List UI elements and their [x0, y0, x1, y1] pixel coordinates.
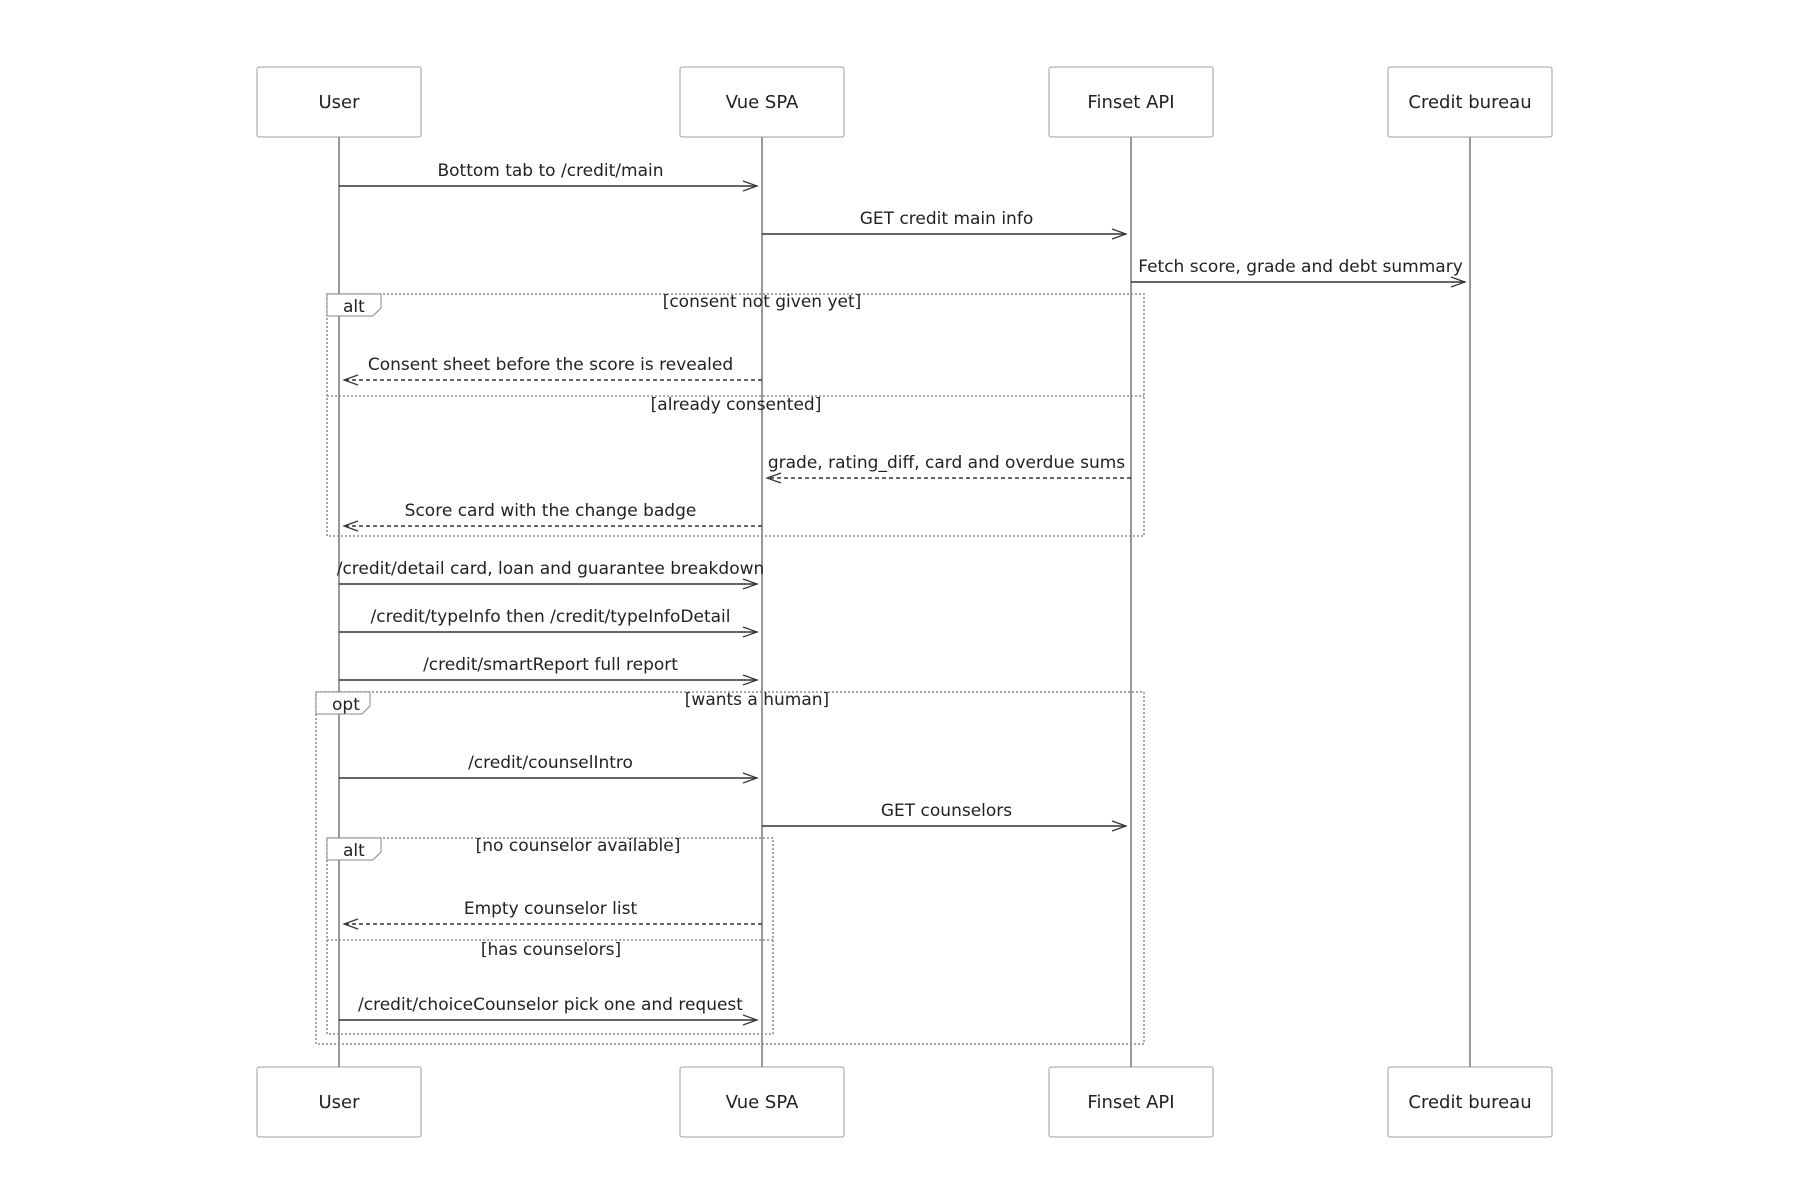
actor-box [256, 66, 422, 138]
actor-api-top: Finset API [1048, 66, 1214, 138]
arrow-head-icon [742, 626, 759, 638]
message-4: Consent sheet before the score is reveal… [342, 355, 762, 386]
actor-spa-top: Vue SPA [679, 66, 845, 138]
message-3: Fetch score, grade and debt summary [1131, 257, 1467, 288]
frame-tab [326, 837, 382, 861]
arrow-head-icon [742, 674, 759, 686]
frame-alt-2: alt [no counselor available] [has counselo… [326, 836, 774, 1035]
message-label: Consent sheet before the score is reveal… [368, 355, 733, 375]
actor-user-top: User [256, 66, 422, 138]
message-11: GET counselors [762, 801, 1128, 832]
frame-border [315, 691, 1145, 1045]
actor-box [256, 1066, 422, 1138]
message-label: /credit/choiceCounselor pick one and req… [358, 995, 743, 1015]
arrow-head-icon [342, 520, 359, 532]
message-label: /credit/counselIntro [468, 753, 633, 773]
message-label: /credit/detail card, loan and guarantee … [337, 559, 765, 579]
message-5: grade, rating_diff, card and overdue sum… [765, 453, 1131, 484]
message-10: /credit/counselIntro [339, 753, 759, 784]
arrow-head-icon [765, 472, 782, 484]
actor-label: Vue SPA [726, 92, 799, 113]
actor-label: User [318, 92, 360, 113]
frame-condition: [no counselor available] [476, 836, 681, 856]
arrow-head-icon [342, 918, 359, 930]
message-label: grade, rating_diff, card and overdue sum… [768, 453, 1125, 473]
actor-label: User [318, 1092, 360, 1113]
message-label: /credit/typeInfo then /credit/typeInfoDe… [371, 607, 731, 627]
actor-label: Vue SPA [726, 1092, 799, 1113]
frame-alt-0: alt [consent not given yet] [already conse… [326, 292, 1145, 537]
frame-keyword: alt [343, 297, 365, 317]
frame-condition: [already consented] [651, 395, 822, 415]
actor-api-bottom: Finset API [1048, 1066, 1214, 1138]
message-label: GET credit main info [860, 209, 1033, 229]
frame-tab [326, 293, 382, 317]
actor-bureau-top: Credit bureau [1387, 66, 1553, 138]
message-2: GET credit main info [762, 209, 1128, 240]
message-1: Bottom tab to /credit/main [339, 161, 759, 192]
actor-box [1387, 66, 1553, 138]
message-12: Empty counselor list [342, 899, 762, 930]
actor-box [1048, 66, 1214, 138]
actor-box [1387, 1066, 1553, 1138]
arrow-head-icon [1111, 228, 1128, 240]
message-7: /credit/detail card, loan and guarantee … [337, 559, 765, 590]
message-label: Score card with the change badge [405, 501, 697, 521]
actor-spa-bottom: Vue SPA [679, 1066, 845, 1138]
actor-label: Credit bureau [1408, 1092, 1531, 1113]
actor-box [1048, 1066, 1214, 1138]
message-label: Empty counselor list [464, 899, 638, 919]
actor-label: Finset API [1087, 92, 1174, 113]
arrow-head-icon [742, 180, 759, 192]
frame-opt-1: opt [wants a human] [315, 690, 1145, 1045]
frame-condition: [has counselors] [481, 940, 621, 960]
actor-bureau-bottom: Credit bureau [1387, 1066, 1553, 1138]
message-label: Fetch score, grade and debt summary [1138, 257, 1463, 277]
arrow-head-icon [742, 772, 759, 784]
arrow-head-icon [1111, 820, 1128, 832]
message-9: /credit/smartReport full report [339, 655, 759, 686]
arrow-head-icon [742, 578, 759, 590]
message-label: /credit/smartReport full report [423, 655, 678, 675]
arrow-head-icon [1450, 276, 1467, 288]
actor-box [679, 66, 845, 138]
frame-condition: [wants a human] [685, 690, 829, 710]
message-label: GET counselors [881, 801, 1012, 821]
arrow-head-icon [742, 1014, 759, 1026]
message-13: /credit/choiceCounselor pick one and req… [339, 995, 759, 1026]
actor-box [679, 1066, 845, 1138]
frame-border [326, 837, 774, 1035]
frame-condition: [consent not given yet] [663, 292, 862, 312]
message-8: /credit/typeInfo then /credit/typeInfoDe… [339, 607, 759, 638]
frame-tab [315, 691, 371, 715]
frame-border [326, 293, 1145, 537]
message-label: Bottom tab to /credit/main [437, 161, 663, 181]
arrow-head-icon [342, 374, 359, 386]
frame-keyword: alt [343, 841, 365, 861]
frame-keyword: opt [332, 695, 360, 715]
actor-label: Finset API [1087, 1092, 1174, 1113]
actor-user-bottom: User [256, 1066, 422, 1138]
message-6: Score card with the change badge [342, 501, 762, 532]
actor-label: Credit bureau [1408, 92, 1531, 113]
